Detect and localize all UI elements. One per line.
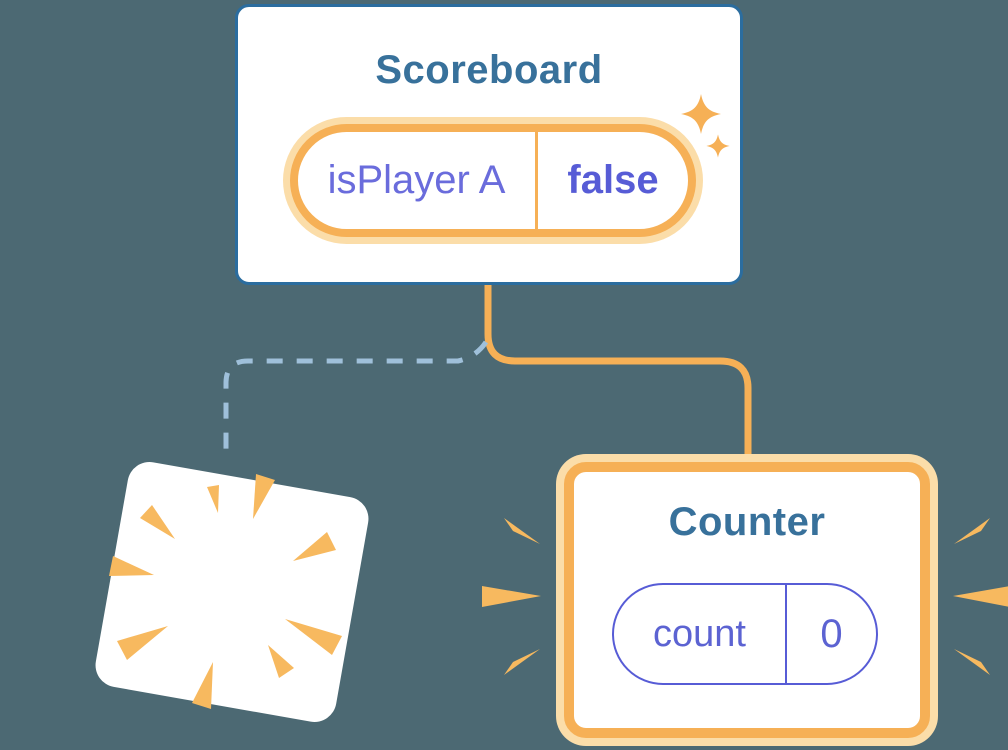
removed-card — [92, 458, 372, 726]
dashed-blue-connector-line — [223, 340, 489, 460]
scoreboard-state-pill: isPlayer A false — [283, 117, 703, 244]
emphasis-rays-left-icon — [482, 518, 541, 675]
state-key-label: isPlayer A — [298, 132, 538, 229]
solid-orange-connector-line — [484, 282, 752, 460]
count-value-label: 0 — [820, 611, 843, 656]
count-key-label: count — [614, 585, 787, 683]
state-value-label: false — [567, 158, 659, 202]
counter-state-pill: count 0 — [612, 583, 878, 685]
counter-title: Counter — [668, 500, 826, 544]
emphasis-rays-right-icon — [953, 518, 1008, 675]
scoreboard-title: Scoreboard — [375, 48, 603, 92]
scoreboard-state-pill-inner: isPlayer A false — [290, 124, 696, 237]
